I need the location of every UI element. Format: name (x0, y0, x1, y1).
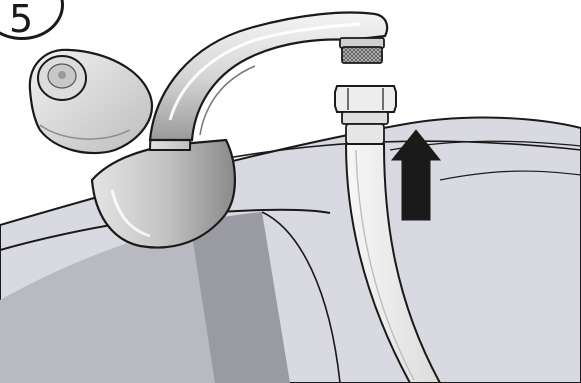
step-number: 5 (9, 0, 33, 38)
faucet-handle-cap-dot (58, 71, 66, 79)
hose-fitting-nut (335, 86, 396, 112)
hose-fitting-collar (342, 112, 388, 124)
hose-fitting-sleeve (346, 124, 384, 144)
faucet-aerator-mesh (342, 47, 382, 63)
